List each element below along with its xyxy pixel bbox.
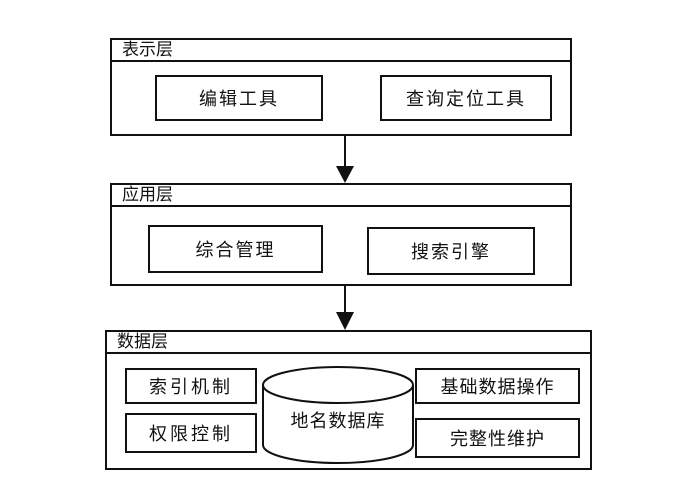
index-mechanism-box: 索引机制 bbox=[125, 368, 257, 404]
edit-tools-box: 编辑工具 bbox=[155, 75, 323, 121]
presentation-layer-title: 表示层 bbox=[112, 40, 570, 62]
basic-data-operation-box: 基础数据操作 bbox=[415, 368, 580, 404]
permission-control-box: 权限控制 bbox=[125, 413, 257, 453]
arrow-down-icon bbox=[336, 136, 354, 183]
arrow-down-icon bbox=[336, 286, 354, 330]
place-name-database-label: 地名数据库 bbox=[290, 411, 386, 432]
data-layer-title: 数据层 bbox=[107, 332, 590, 354]
application-layer-title: 应用层 bbox=[112, 185, 570, 207]
integrated-management-box: 综合管理 bbox=[148, 225, 323, 273]
database-cylinder-icon bbox=[262, 366, 414, 464]
integrity-maintenance-box: 完整性维护 bbox=[415, 418, 580, 458]
search-engine-box: 搜索引擎 bbox=[367, 227, 535, 275]
query-locate-tools-box: 查询定位工具 bbox=[380, 75, 552, 121]
